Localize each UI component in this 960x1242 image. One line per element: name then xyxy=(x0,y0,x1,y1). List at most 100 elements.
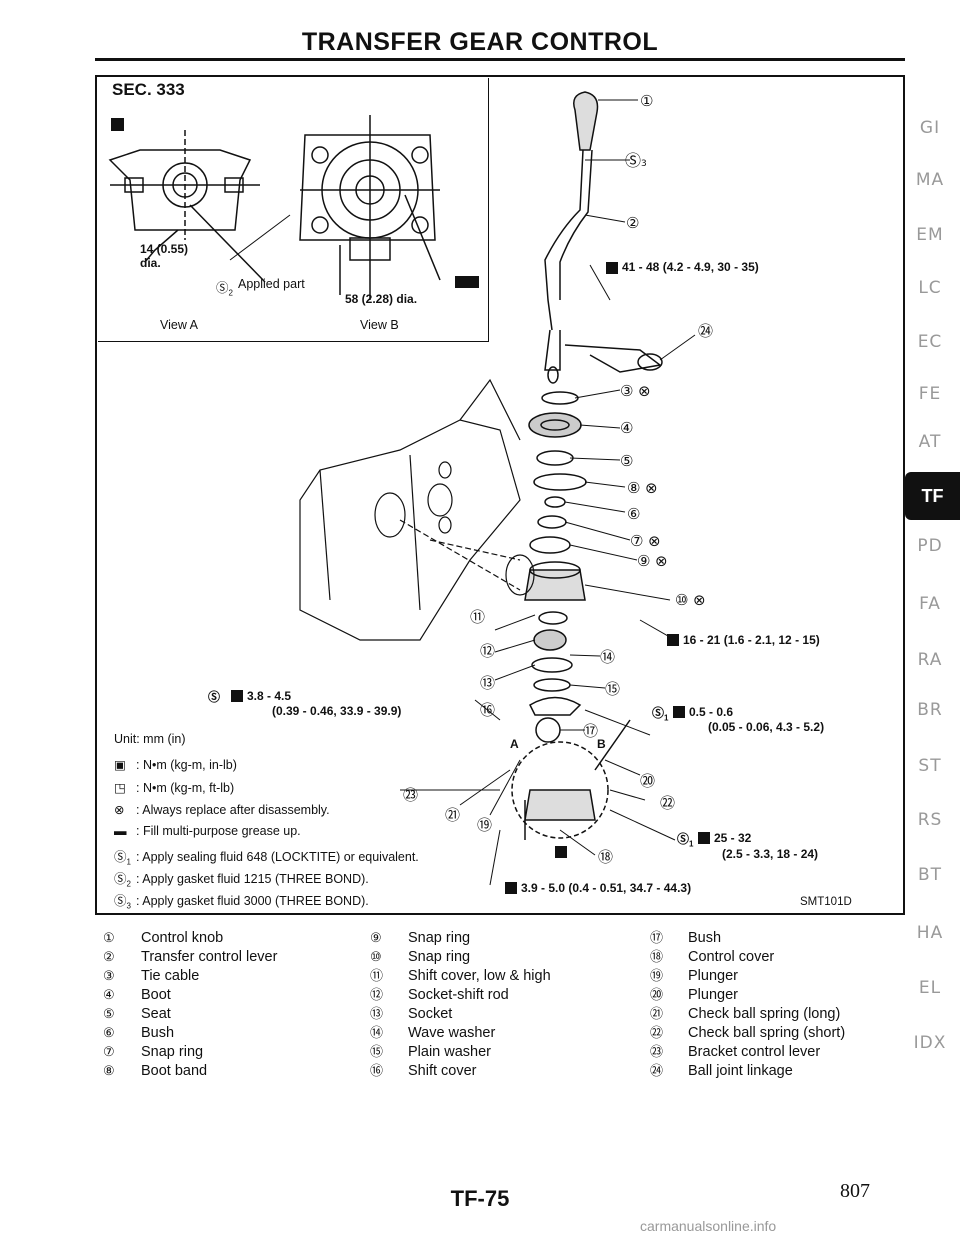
index-tab-at[interactable]: AT xyxy=(918,432,942,452)
index-tab-br[interactable]: BR xyxy=(917,700,943,720)
sealant-s1-symbol-2: Ⓢ1 xyxy=(677,832,694,849)
legend-row-inlb: ▣: N•m (kg-m, in-lb) xyxy=(114,758,237,772)
parts-stack xyxy=(511,391,631,840)
part-number: ⑯ xyxy=(370,1063,384,1078)
figure-frame xyxy=(95,75,905,915)
svg-text:⊗: ⊗ xyxy=(638,382,651,400)
part-number: ㉓ xyxy=(650,1044,664,1059)
part-name: Ball joint linkage xyxy=(688,1063,793,1079)
index-tab-lc[interactable]: LC xyxy=(918,278,942,298)
index-tab-gi[interactable]: GI xyxy=(919,118,941,138)
index-tab-fa[interactable]: FA xyxy=(919,594,941,614)
torque-38b: (0.39 - 0.46, 33.9 - 39.9) xyxy=(272,704,402,718)
svg-text:⑪: ⑪ xyxy=(470,608,485,626)
part-name: Bracket control lever xyxy=(688,1044,821,1060)
part-number: ⑩ xyxy=(370,949,382,964)
grease-icon xyxy=(455,276,479,288)
parts-list-item: ㉓ Bracket control lever xyxy=(650,1042,845,1061)
torque-icon xyxy=(698,832,710,844)
part-number: ⑬ xyxy=(370,1006,384,1021)
index-tab-tf[interactable]: TF xyxy=(905,472,960,520)
svg-text:㉑: ㉑ xyxy=(445,806,460,824)
torque-05a: 0.5 - 0.6 xyxy=(689,705,734,719)
part-number: ④ xyxy=(103,987,115,1002)
legend-row-s1: Ⓢ1: Apply sealing fluid 648 (LOCKTITE) o… xyxy=(114,846,419,867)
part-number: ⑮ xyxy=(370,1044,384,1059)
svg-text:Ⓢ3: Ⓢ3 xyxy=(625,151,647,170)
svg-text:⑱: ⑱ xyxy=(598,848,613,866)
sealant-s1-symbol: Ⓢ1 xyxy=(652,706,669,723)
svg-text:⑭: ⑭ xyxy=(600,648,615,666)
svg-text:⑳: ⑳ xyxy=(640,772,655,790)
view-b-label: View B xyxy=(360,318,399,332)
index-tab-idx[interactable]: IDX xyxy=(913,1033,947,1053)
svg-text:⑤: ⑤ xyxy=(620,452,633,470)
applied-part-label: Applied part xyxy=(238,277,305,291)
replace-icon: ⊗ xyxy=(114,803,125,817)
part-name: Socket-shift rod xyxy=(408,987,509,1003)
part-number: ⑪ xyxy=(370,968,384,983)
part-number: ⑰ xyxy=(650,930,664,945)
page-code: TF-75 xyxy=(450,1186,510,1211)
lock-y-icon xyxy=(555,846,567,858)
index-tab-ra[interactable]: RA xyxy=(917,650,943,670)
index-tab-fe[interactable]: FE xyxy=(918,384,942,404)
torque-16: 16 - 21 (1.6 - 2.1, 12 - 15) xyxy=(683,633,820,647)
index-tab-pd[interactable]: PD xyxy=(917,536,943,556)
torque-25b: (2.5 - 3.3, 18 - 24) xyxy=(722,847,819,861)
index-tab-em[interactable]: EM xyxy=(916,225,944,245)
legend-row-ftlb: ◳: N•m (kg-m, ft-lb) xyxy=(114,781,235,795)
index-tab-ma[interactable]: MA xyxy=(915,170,945,190)
section-label: SEC. 333 xyxy=(112,80,185,99)
part-name: Check ball spring (long) xyxy=(688,1006,841,1022)
index-tab-el[interactable]: EL xyxy=(918,978,942,998)
part-name: Transfer control lever xyxy=(141,949,278,965)
part-number: ⑲ xyxy=(650,968,664,983)
svg-text:⑰: ⑰ xyxy=(583,722,598,740)
part-name: Snap ring xyxy=(408,930,471,946)
part-name: Bush xyxy=(688,930,722,946)
part-name: Tie cable xyxy=(141,968,200,984)
torque-icon xyxy=(606,262,618,274)
legend-row-grease: ▬: Fill multi-purpose grease up. xyxy=(114,824,301,838)
part-name: Seat xyxy=(141,1006,171,1022)
dia-14-label: 14 (0.55) xyxy=(140,242,189,256)
transfer-case-drawing xyxy=(299,378,535,641)
part-number: ⑭ xyxy=(370,1025,384,1040)
index-tab-rs[interactable]: RS xyxy=(917,810,943,830)
legend-row-s3: Ⓢ3: Apply gasket fluid 3000 (THREE BOND)… xyxy=(114,890,369,911)
part-number: ② xyxy=(103,949,115,964)
torque-ftlb-icon: ◳ xyxy=(114,781,126,795)
index-tab-bt[interactable]: BT xyxy=(917,865,943,885)
svg-text:⑫: ⑫ xyxy=(480,642,495,660)
torque-38a: 3.8 - 4.5 xyxy=(247,689,292,703)
part-name: Snap ring xyxy=(408,949,471,965)
svg-text:②: ② xyxy=(626,214,639,232)
svg-text:⑯: ⑯ xyxy=(480,701,495,719)
part-name: Bush xyxy=(141,1025,175,1041)
parts-list-item: ② Transfer control lever xyxy=(103,947,277,966)
index-tab-ec[interactable]: EC xyxy=(917,332,943,352)
index-tab-st[interactable]: ST xyxy=(918,756,942,776)
view-box xyxy=(98,78,489,342)
torque-25a: 25 - 32 xyxy=(714,831,752,845)
part-name: Snap ring xyxy=(141,1044,204,1060)
torque-icon xyxy=(673,706,685,718)
index-tab-ha[interactable]: HA xyxy=(916,923,944,943)
part-name: Wave washer xyxy=(408,1025,496,1041)
svg-text:⑧: ⑧ xyxy=(627,479,640,497)
torque-05b: (0.05 - 0.06, 4.3 - 5.2) xyxy=(708,720,825,734)
part-number: ⑳ xyxy=(650,987,664,1002)
svg-text:⑨: ⑨ xyxy=(637,552,650,570)
sealant-s2-icon: Ⓢ2 xyxy=(114,872,131,889)
part-number: ㉔ xyxy=(650,1063,664,1078)
